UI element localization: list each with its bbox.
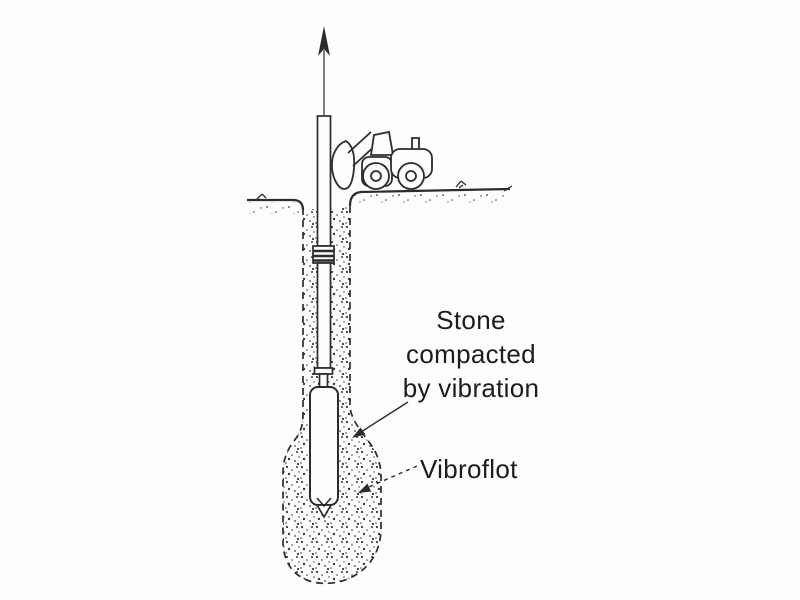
stone-label-line2: compacted xyxy=(406,339,536,369)
arrowhead-icon xyxy=(358,483,371,493)
pipe-flange xyxy=(313,367,334,375)
loader-cab xyxy=(369,130,395,156)
pipe-coupling xyxy=(312,245,335,264)
vibroflot-body xyxy=(309,386,339,506)
soil-stipple-right xyxy=(353,192,508,204)
follower-tube xyxy=(312,115,335,388)
loader-front-hub xyxy=(370,170,382,182)
loader-bucket xyxy=(331,140,356,190)
stone-label: Stone compacted by vibration xyxy=(403,305,540,403)
loader-rear-hub xyxy=(405,170,417,182)
grass-tuft-icon xyxy=(256,193,267,200)
soil-stipple-left xyxy=(248,202,301,214)
loader-icon xyxy=(331,130,433,190)
pipe-neck xyxy=(318,373,329,388)
arrowhead-icon xyxy=(352,427,366,438)
vibroflot-probe xyxy=(309,386,339,519)
up-arrowhead-icon xyxy=(318,26,330,56)
ground-surface-left xyxy=(247,193,305,211)
stone-label-line3: by vibration xyxy=(403,373,540,403)
vibroflot-pointer-arrow xyxy=(358,465,418,493)
extraction-arrow xyxy=(318,26,330,115)
grass-tuft-icon xyxy=(455,180,467,189)
stone-pointer-arrow xyxy=(352,401,409,438)
vibroflot-label: Vibroflot xyxy=(420,454,518,484)
excavation-dashed-outline xyxy=(282,206,382,585)
ground-surface-right xyxy=(348,180,513,207)
stone-label-line1: Stone xyxy=(436,305,505,335)
